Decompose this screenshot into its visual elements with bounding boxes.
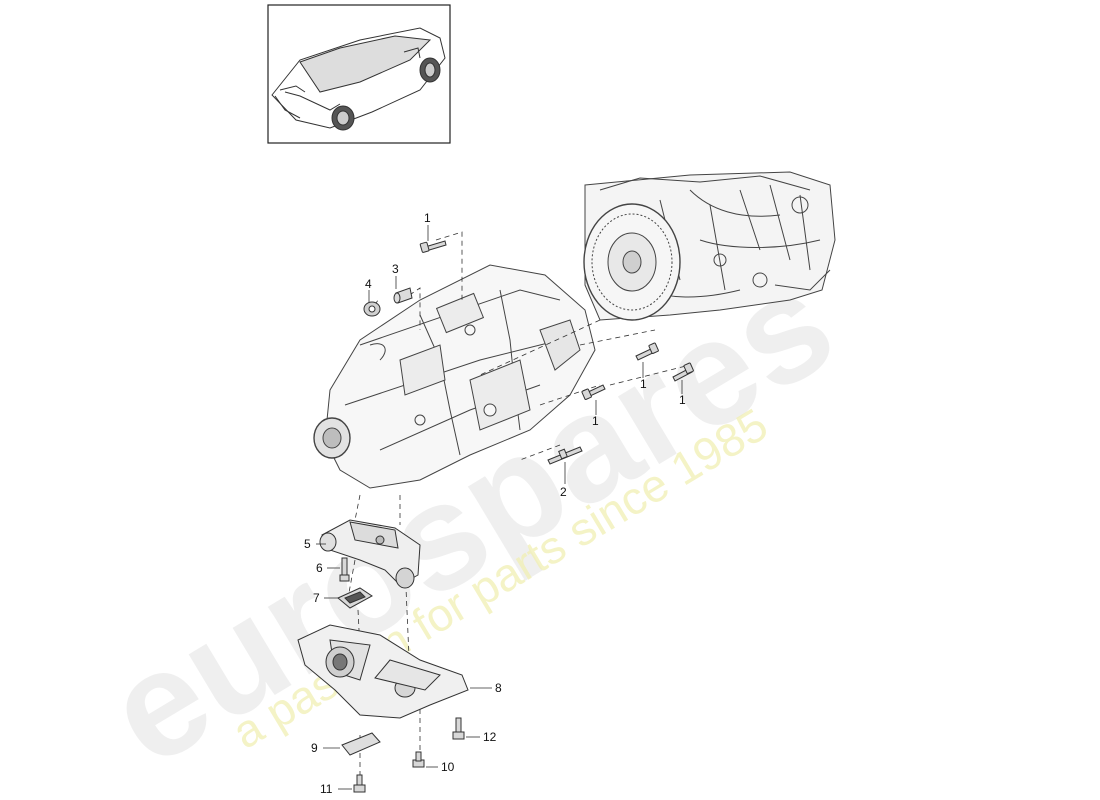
callout-9: 9 xyxy=(311,741,318,755)
callout-2: 2 xyxy=(560,485,567,499)
callout-3: 3 xyxy=(392,262,399,276)
leader-lines xyxy=(316,225,683,790)
callout-1: 1 xyxy=(424,211,431,225)
callout-11: 11 xyxy=(320,782,333,796)
callout-7: 7 xyxy=(313,591,320,605)
transmission xyxy=(324,264,596,489)
transmission-mount-5 xyxy=(319,519,421,589)
callout-1: 1 xyxy=(679,393,686,407)
pad-7 xyxy=(337,587,373,609)
bush-3 xyxy=(393,287,413,304)
bolt-1-right-b xyxy=(672,362,694,382)
bracket-9 xyxy=(341,732,381,756)
washer-4 xyxy=(363,301,381,317)
callout-8: 8 xyxy=(495,681,502,695)
callout-5: 5 xyxy=(304,537,311,551)
crossmember-8 xyxy=(297,624,469,719)
callout-4: 4 xyxy=(365,277,372,291)
bolt-1-right-a xyxy=(635,342,659,361)
car-thumbnail xyxy=(267,4,451,144)
callout-6: 6 xyxy=(316,561,323,575)
bolt-6 xyxy=(339,557,350,582)
callout-12: 12 xyxy=(483,730,497,744)
bolt-12 xyxy=(452,717,465,740)
bolt-11 xyxy=(353,774,366,793)
bolt-1-top xyxy=(419,240,447,253)
flywheel xyxy=(583,203,681,321)
callout-1: 1 xyxy=(592,414,599,428)
bolt-10 xyxy=(412,751,425,768)
callout-numbers: 1 3 4 1 1 1 2 5 6 7 8 12 9 10 11 xyxy=(304,211,686,796)
callout-1: 1 xyxy=(640,377,647,391)
callout-10: 10 xyxy=(441,760,455,774)
stud-2 xyxy=(547,446,583,465)
bolt-1-lower xyxy=(581,384,606,400)
car-thumbnail-icon xyxy=(271,27,446,131)
output-flange xyxy=(313,417,351,459)
